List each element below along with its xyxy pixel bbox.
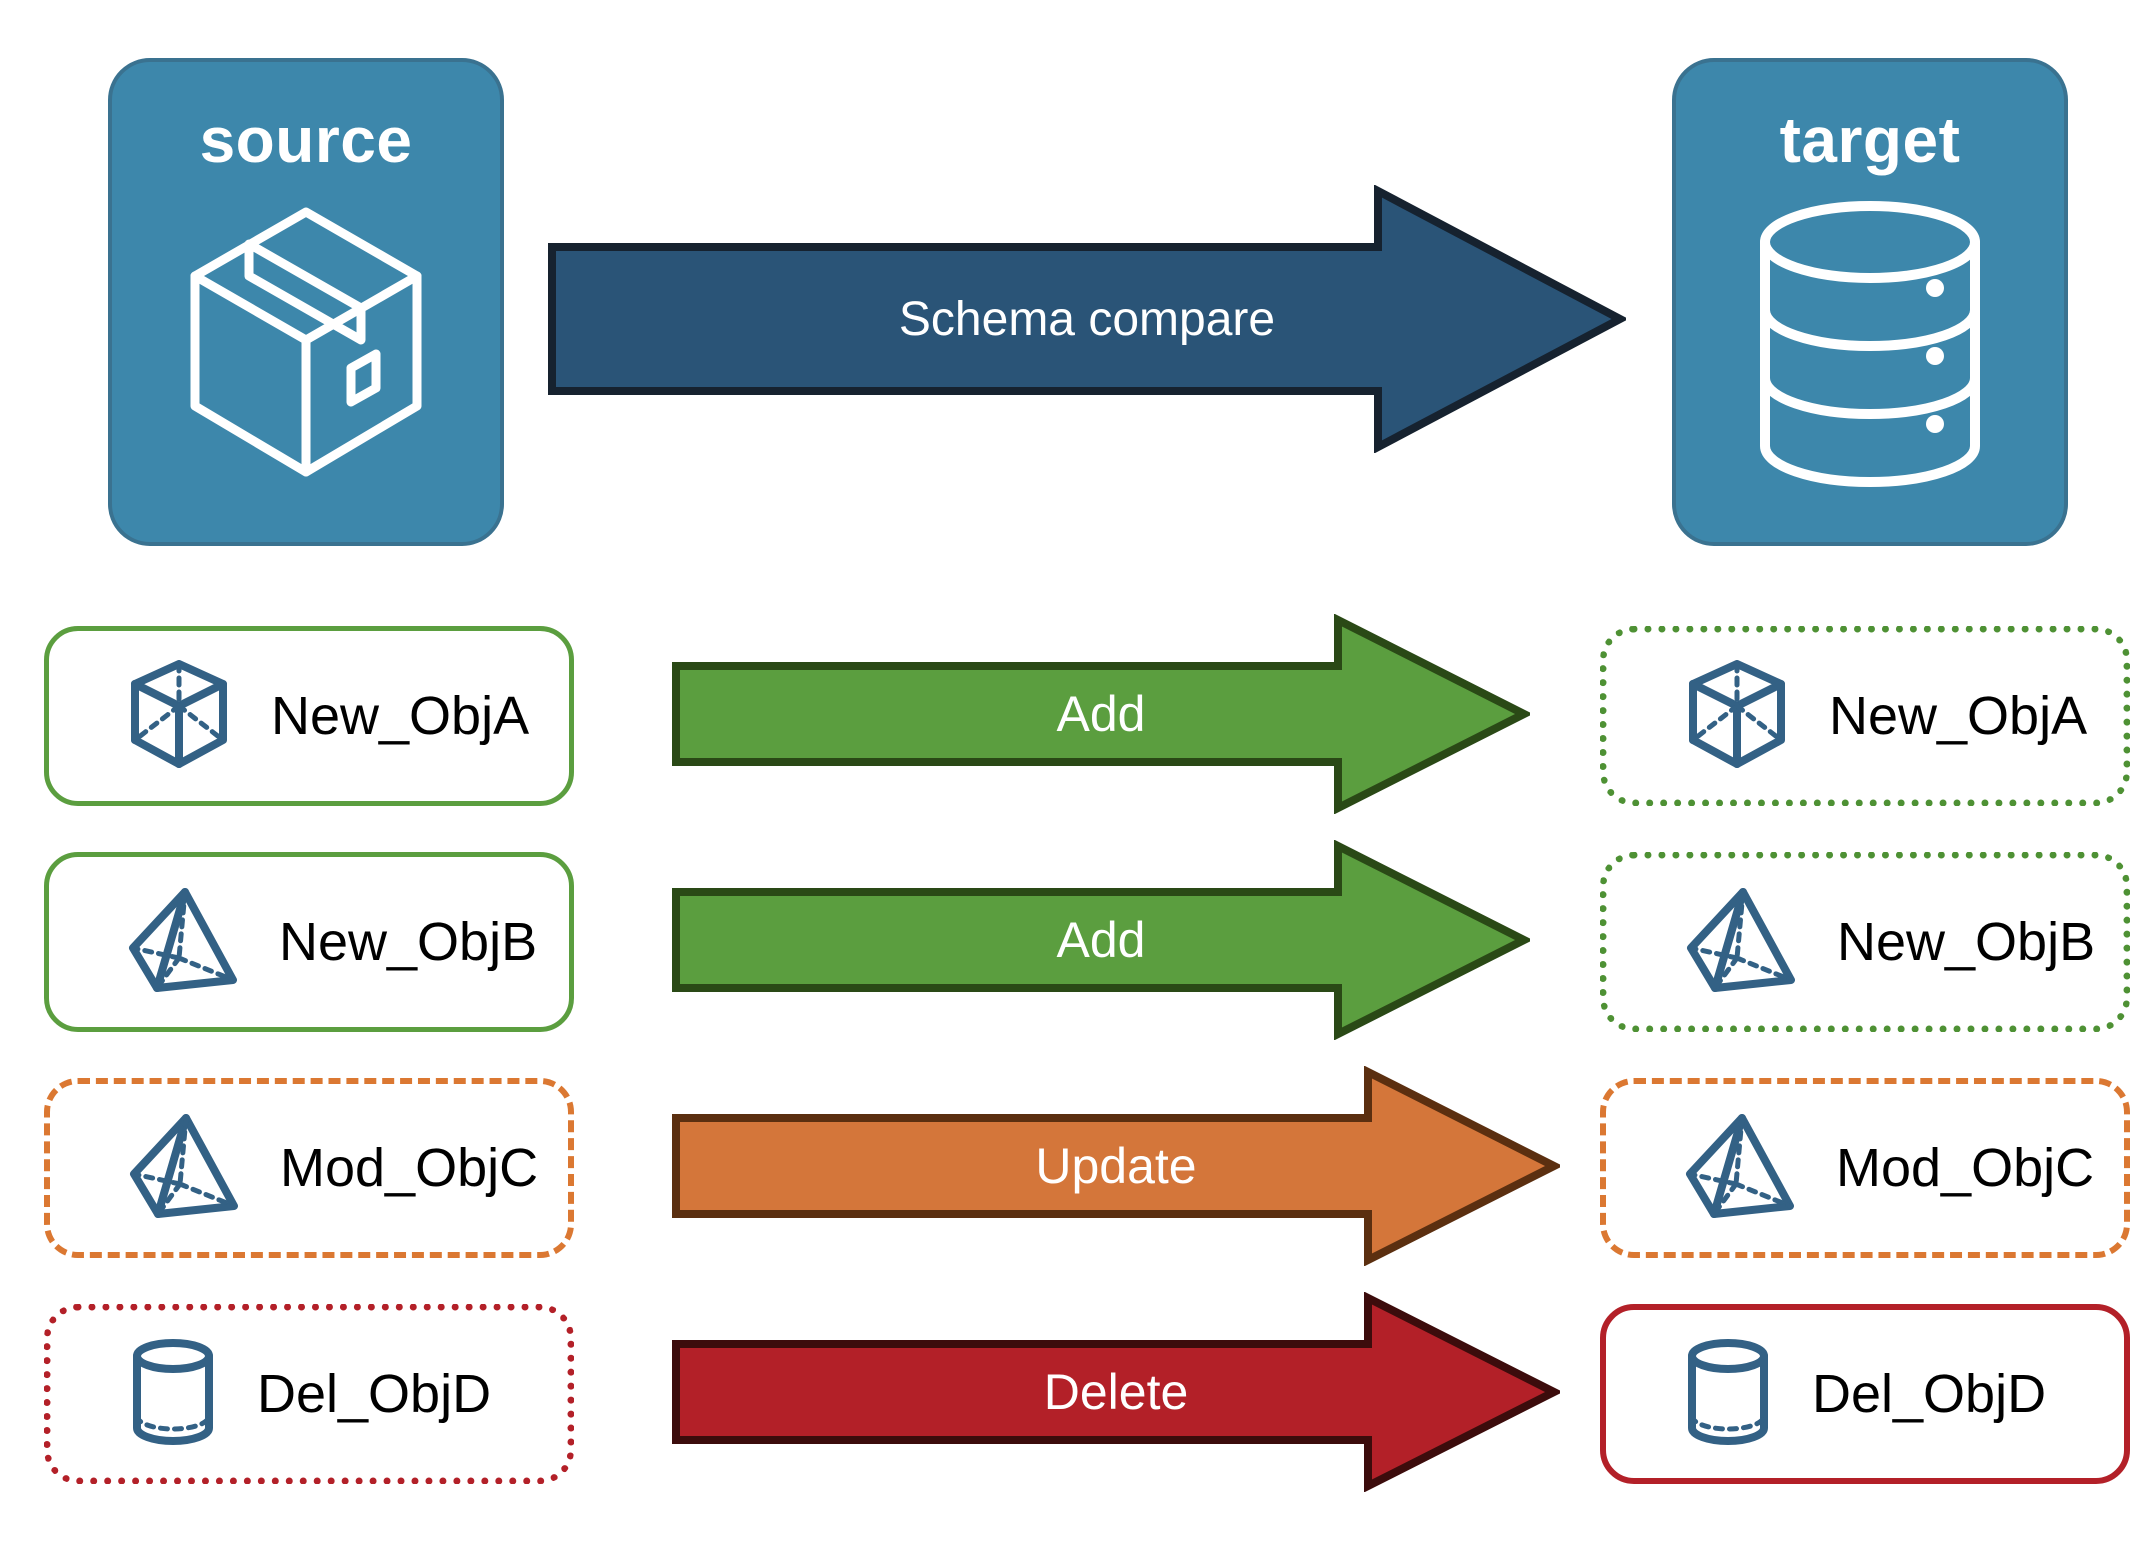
target-object-card-del-objd[interactable]: Del_ObjD: [1600, 1304, 2130, 1484]
target-object-card-mod-objc[interactable]: Mod_ObjC: [1600, 1078, 2130, 1258]
endpoint-card-source[interactable]: source: [108, 58, 504, 546]
target-object-card-new-objb[interactable]: New_ObjB: [1600, 852, 2130, 1032]
source-object-label: New_ObjA: [271, 686, 530, 746]
target-object-card-new-obja[interactable]: New_ObjA: [1600, 626, 2130, 806]
wireframe-pyramid-icon: [128, 1112, 240, 1225]
action-arrow-update[interactable]: Update: [672, 1066, 1560, 1266]
target-object-label: Del_ObjD: [1812, 1364, 2047, 1424]
action-arrow-add-2[interactable]: Add: [672, 840, 1530, 1040]
source-object-label: Mod_ObjC: [280, 1138, 539, 1198]
wireframe-cylinder-icon: [129, 1338, 217, 1451]
action-arrow-add-1[interactable]: Add: [672, 614, 1530, 814]
database-cylinder-icon: [1755, 200, 1985, 493]
source-object-label: Del_ObjD: [257, 1364, 492, 1424]
wireframe-pyramid-icon: [127, 886, 239, 999]
endpoint-target-title: target: [1779, 104, 1961, 176]
wireframe-pyramid-icon: [1684, 1112, 1796, 1225]
source-object-card-new-obja[interactable]: New_ObjA: [44, 626, 574, 806]
target-object-label: New_ObjB: [1837, 912, 2096, 972]
wireframe-cube-icon: [127, 659, 231, 773]
endpoint-source-title: source: [199, 104, 413, 176]
target-object-label: Mod_ObjC: [1836, 1138, 2095, 1198]
wireframe-pyramid-icon: [1685, 886, 1797, 999]
schema-compare-arrow[interactable]: Schema compare: [548, 185, 1626, 453]
target-object-label: New_ObjA: [1829, 686, 2088, 746]
endpoint-card-target[interactable]: target: [1672, 58, 2068, 546]
wireframe-cylinder-icon: [1684, 1338, 1772, 1451]
action-arrow-delete[interactable]: Delete: [672, 1292, 1560, 1492]
package-box-icon: [181, 200, 431, 495]
source-object-card-new-objb[interactable]: New_ObjB: [44, 852, 574, 1032]
source-object-label: New_ObjB: [279, 912, 538, 972]
source-object-card-del-objd[interactable]: Del_ObjD: [44, 1304, 574, 1484]
wireframe-cube-icon: [1685, 659, 1789, 773]
source-object-card-mod-objc[interactable]: Mod_ObjC: [44, 1078, 574, 1258]
